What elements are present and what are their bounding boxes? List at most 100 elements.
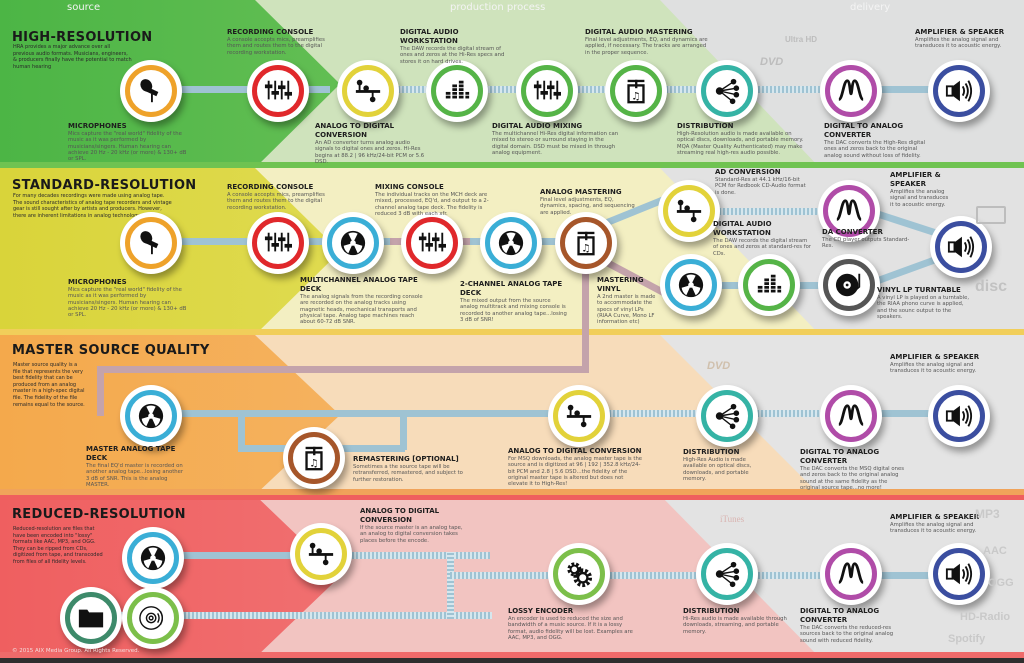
node-microphone[interactable] bbox=[120, 60, 182, 122]
node-master-tape-deck[interactable] bbox=[120, 385, 182, 447]
node-recording-console[interactable] bbox=[247, 212, 309, 274]
node-ad-conversion[interactable] bbox=[548, 385, 610, 447]
node-analog-mastering[interactable] bbox=[555, 212, 617, 274]
mastering-press-icon bbox=[576, 230, 596, 256]
tape-reel-icon bbox=[678, 272, 704, 298]
compact-disc-logo: disc bbox=[975, 278, 1008, 295]
node-remastering[interactable] bbox=[283, 427, 345, 489]
band-title: HIGH-RESOLUTION bbox=[12, 30, 153, 45]
speaker-icon bbox=[947, 235, 975, 259]
signal-path bbox=[238, 410, 245, 450]
node-amplifier-speaker[interactable] bbox=[930, 216, 992, 278]
signal-path bbox=[870, 86, 950, 93]
distribution-icon bbox=[715, 561, 740, 588]
node-file-source[interactable] bbox=[60, 587, 122, 649]
column-header-production: production process bbox=[450, 2, 546, 13]
mastering-press-icon bbox=[626, 78, 646, 104]
node-cd-source[interactable] bbox=[122, 587, 184, 649]
node-distribution[interactable] bbox=[696, 60, 758, 122]
node-recording-console[interactable] bbox=[247, 60, 309, 122]
band-title: MASTER SOURCE QUALITY bbox=[12, 343, 210, 358]
format-hd-radio: HD-Radio bbox=[960, 611, 1011, 623]
mixer-faders-icon bbox=[264, 232, 292, 252]
node-daw[interactable] bbox=[426, 60, 488, 122]
signal-path bbox=[165, 552, 305, 559]
equalizer-bars-icon bbox=[445, 80, 470, 99]
distribution-icon bbox=[715, 78, 740, 105]
cassette-icon bbox=[976, 206, 1006, 224]
node-dac[interactable] bbox=[820, 385, 882, 447]
mixer-faders-icon bbox=[264, 80, 292, 100]
node-vinyl-turntable[interactable] bbox=[818, 254, 880, 316]
mixer-faders-icon bbox=[418, 232, 446, 252]
signal-path bbox=[340, 445, 405, 452]
node-lossy-encoder[interactable] bbox=[548, 543, 610, 605]
band-reduced-resolution: REDUCED-RESOLUTION Reduced-resolution ar… bbox=[0, 495, 1024, 658]
turntable-icon bbox=[835, 272, 861, 298]
node-ad-conversion[interactable] bbox=[290, 523, 352, 585]
node-amplifier-speaker[interactable] bbox=[928, 60, 990, 122]
node-da-converter[interactable] bbox=[818, 180, 880, 242]
signal-path bbox=[400, 410, 407, 450]
node-microphone[interactable] bbox=[120, 212, 182, 274]
tape-reel-icon bbox=[498, 230, 524, 256]
node-tape-source[interactable] bbox=[122, 527, 184, 589]
node-amplifier-speaker[interactable] bbox=[928, 385, 990, 447]
signal-path bbox=[160, 410, 550, 417]
waveform-icon bbox=[835, 199, 863, 221]
tape-reel-icon bbox=[340, 230, 366, 256]
digital-signal-path bbox=[447, 552, 454, 619]
band-title: STANDARD-RESOLUTION bbox=[12, 178, 197, 193]
itunes-logo: iTunes bbox=[720, 514, 745, 524]
node-distribution[interactable] bbox=[696, 385, 758, 447]
node-multichannel-tape-deck[interactable] bbox=[322, 212, 384, 274]
waveform-icon bbox=[837, 79, 865, 101]
band-description: Master source quality is a file that rep… bbox=[13, 362, 85, 408]
band-title: REDUCED-RESOLUTION bbox=[12, 507, 186, 522]
dvd-audio-logo: DVD bbox=[760, 56, 784, 68]
node-digital-mastering[interactable] bbox=[605, 60, 667, 122]
signal-path bbox=[870, 572, 950, 579]
node-amplifier-speaker[interactable] bbox=[928, 543, 990, 605]
node-ad-conversion[interactable] bbox=[337, 60, 399, 122]
node-2ch-tape-deck[interactable] bbox=[480, 212, 542, 274]
ad-converter-icon bbox=[566, 404, 592, 428]
node-mixing-console[interactable] bbox=[401, 212, 463, 274]
node-digital-mixing[interactable] bbox=[516, 60, 578, 122]
ad-converter-icon bbox=[355, 79, 381, 103]
speaker-icon bbox=[945, 79, 973, 103]
format-aac: AAC bbox=[983, 545, 1007, 557]
node-mastering-vinyl[interactable] bbox=[660, 254, 722, 316]
node-dac[interactable] bbox=[820, 60, 882, 122]
speaker-icon bbox=[945, 404, 973, 428]
folder-icon bbox=[78, 609, 104, 628]
band-master-source-quality: MASTER SOURCE QUALITY Master source qual… bbox=[0, 335, 1024, 495]
gears-icon bbox=[566, 561, 593, 588]
format-ogg: OGG bbox=[988, 577, 1014, 589]
node-distribution[interactable] bbox=[696, 543, 758, 605]
cd-disc-icon bbox=[139, 606, 164, 630]
node-dac[interactable] bbox=[820, 543, 882, 605]
equalizer-bars-icon bbox=[757, 274, 782, 293]
node-ad-conversion[interactable] bbox=[658, 180, 720, 242]
node-daw[interactable] bbox=[738, 254, 800, 316]
microphone-icon bbox=[137, 229, 159, 255]
